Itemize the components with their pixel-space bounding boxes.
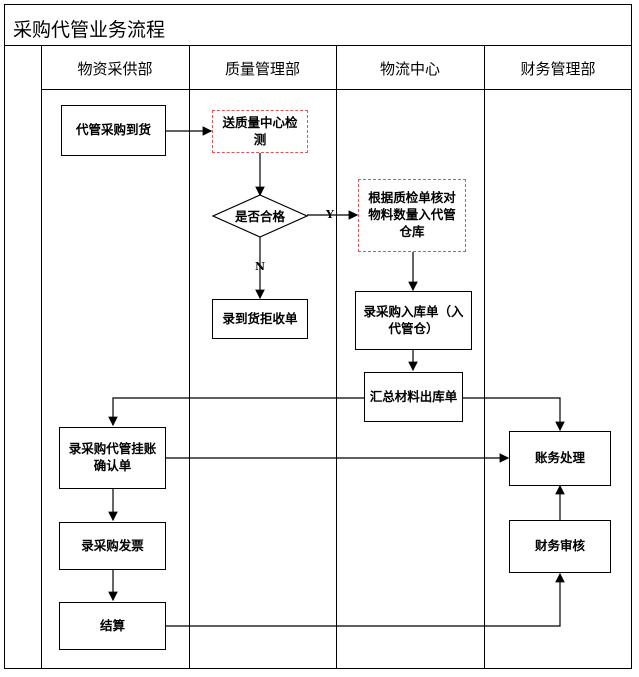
- edge-summary-process: [463, 397, 565, 432]
- node-arrival-label: 代管采购到货: [75, 122, 151, 138]
- node-summary-out: 汇总材料出库单: [364, 372, 463, 422]
- lane-header-finance: 财务管理部: [520, 60, 596, 78]
- diagram-title: 采购代管业务流程: [13, 19, 166, 41]
- lane-divider: [41, 45, 42, 669]
- node-invoice: 录采购发票: [59, 522, 166, 570]
- lane-divider: [484, 45, 485, 669]
- decision-label: 是否合格: [234, 209, 285, 224]
- node-reject-label: 录到货拒收单: [222, 310, 298, 326]
- lane-divider: [189, 45, 190, 669]
- node-invoice-label: 录采购发票: [81, 537, 144, 553]
- title-bar: 采购代管业务流程: [4, 4, 632, 46]
- edge-label-no: N: [255, 260, 266, 273]
- node-account-confirm-label: 录采购代管挂账确认单: [68, 441, 157, 473]
- node-reject: 录到货拒收单: [212, 299, 308, 339]
- lane-header-quality: 质量管理部: [224, 60, 300, 78]
- edge-settle-review: [166, 572, 565, 627]
- node-finance-review: 财务审核: [509, 520, 611, 573]
- node-inspection-label: 送质量中心检测: [222, 114, 298, 147]
- node-summary-out-label: 汇总材料出库单: [369, 388, 458, 404]
- node-account-process-label: 账务处理: [534, 450, 585, 466]
- lane-header-procurement: 物资采供部: [77, 60, 153, 78]
- edge-label-yes: Y: [326, 208, 334, 221]
- node-account-process: 账务处理: [509, 431, 611, 486]
- node-arrival: 代管采购到货: [61, 105, 166, 156]
- node-warehouse-in-label: 根据质检单核对物料数量入代管仓库: [368, 190, 456, 239]
- node-inspection: 送质量中心检测: [212, 110, 308, 153]
- node-finance-review-label: 财务审核: [534, 538, 585, 554]
- lane-divider: [336, 45, 337, 669]
- lane-header-logistics: 物流中心: [379, 60, 440, 78]
- node-account-confirm: 录采购代管挂账确认单: [59, 427, 166, 489]
- node-settle-label: 结算: [99, 617, 125, 633]
- node-purchase-in: 录采购入库单（入代管仓）: [355, 291, 472, 350]
- decision-diamond: [211, 194, 309, 238]
- node-purchase-in-label: 录采购入库单（入代管仓）: [363, 303, 464, 336]
- node-warehouse-in: 根据质检单核对物料数量入代管仓库: [358, 179, 466, 252]
- node-settle: 结算: [59, 602, 166, 650]
- lane-header-row: [41, 45, 632, 90]
- edge-summary-confirm: [108, 397, 365, 427]
